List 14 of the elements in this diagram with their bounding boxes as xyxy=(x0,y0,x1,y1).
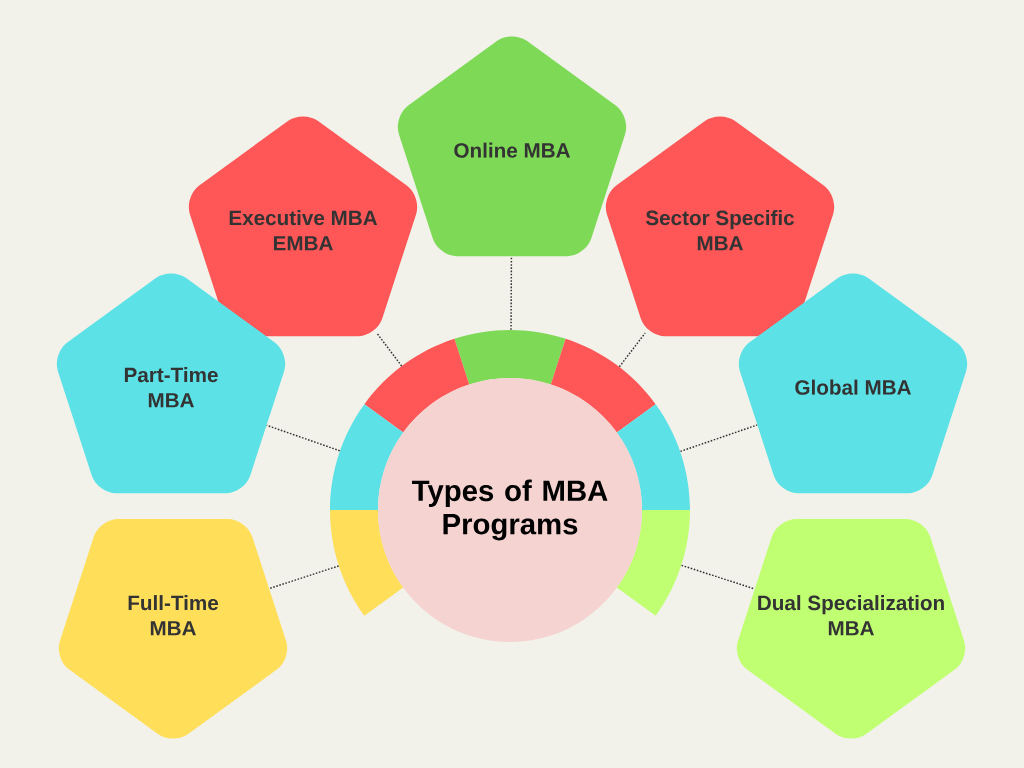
dotted-connector xyxy=(679,424,758,453)
pentagon: Full-Time MBA xyxy=(58,518,288,739)
pentagon: Global MBA xyxy=(738,273,968,494)
pentagon: Part-Time MBA xyxy=(56,273,286,494)
pentagon: Dual Specialization MBA xyxy=(736,518,966,739)
dotted-connector xyxy=(376,333,403,367)
pentagon: Executive MBA EMBA xyxy=(188,116,418,337)
dotted-connector xyxy=(680,564,756,590)
dotted-connector xyxy=(268,565,340,590)
pentagon: Sector Specific MBA xyxy=(605,116,835,337)
dotted-connector xyxy=(618,332,646,368)
dotted-connector xyxy=(266,424,341,452)
pentagon: Online MBA xyxy=(397,36,627,257)
dotted-connector xyxy=(510,255,513,331)
